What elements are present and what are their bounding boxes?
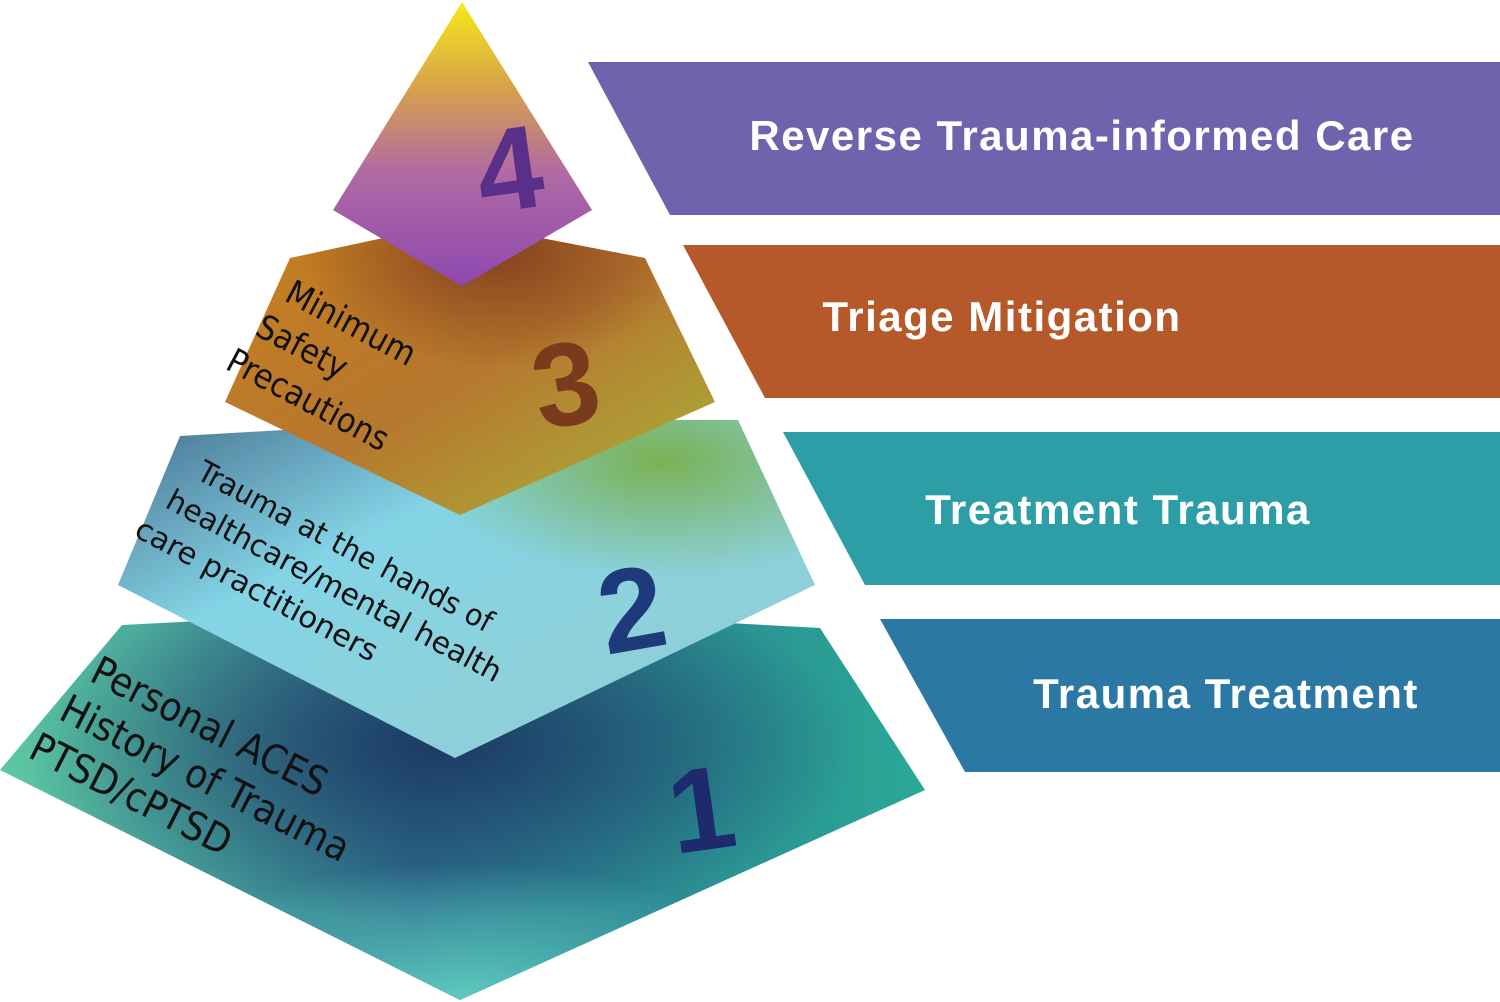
banner-4-label: Trauma Treatment [1033, 670, 1419, 717]
banner-4: Trauma Treatment [880, 619, 1500, 772]
banner-3: Treatment Trauma [783, 432, 1500, 585]
banner-2: Triage Mitigation [683, 245, 1500, 398]
banner-1: Reverse Trauma-informed Care [588, 62, 1500, 215]
banner-2-label: Triage Mitigation [822, 293, 1181, 340]
tier-3: 3 Minimum Safety Precautions [220, 222, 715, 515]
tier-4: 4 [333, 2, 592, 286]
banner-1-label: Reverse Trauma-informed Care [749, 112, 1414, 159]
banner-3-label: Treatment Trauma [925, 486, 1311, 533]
